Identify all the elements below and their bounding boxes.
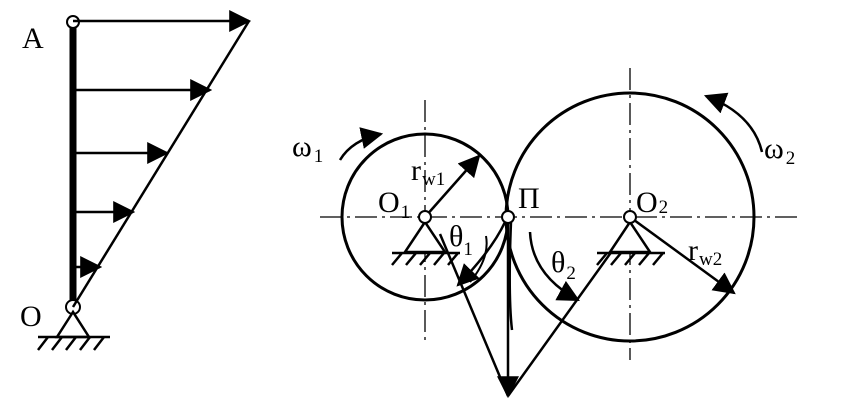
label-theta2: θ2 — [551, 246, 576, 284]
pitch-point-joint — [501, 210, 515, 224]
pitch-curve-right — [508, 221, 514, 331]
radius-vector-rw1 — [424, 154, 481, 218]
label-point-a: A — [22, 22, 44, 55]
theta2-arc — [528, 231, 580, 302]
label-rw1: rw1 — [411, 154, 445, 190]
label-theta1: θ1 — [449, 220, 473, 260]
triangle-side-right — [506, 225, 632, 397]
label-pitch-point: П — [518, 182, 540, 215]
label-center-o2: O2 — [636, 186, 668, 219]
radius-vector-rw2 — [629, 215, 736, 295]
velocity-envelope-line — [71, 20, 251, 308]
rotation-arrow-omega1 — [338, 127, 384, 161]
label-rw2: rw2 — [688, 234, 722, 270]
center-joint-o2 — [623, 210, 637, 224]
theta1-arc — [469, 235, 488, 283]
rotation-arrow-omega2 — [703, 92, 764, 153]
pivot-support-o1 — [391, 219, 460, 266]
link-velocity-diagram: A O — [20, 10, 252, 351]
pivot-support-o2 — [596, 219, 665, 266]
label-center-o1: O1 — [378, 186, 410, 223]
pivot-support-o — [37, 309, 110, 351]
label-point-o: O — [20, 300, 42, 333]
center-joint-o1 — [418, 210, 432, 224]
